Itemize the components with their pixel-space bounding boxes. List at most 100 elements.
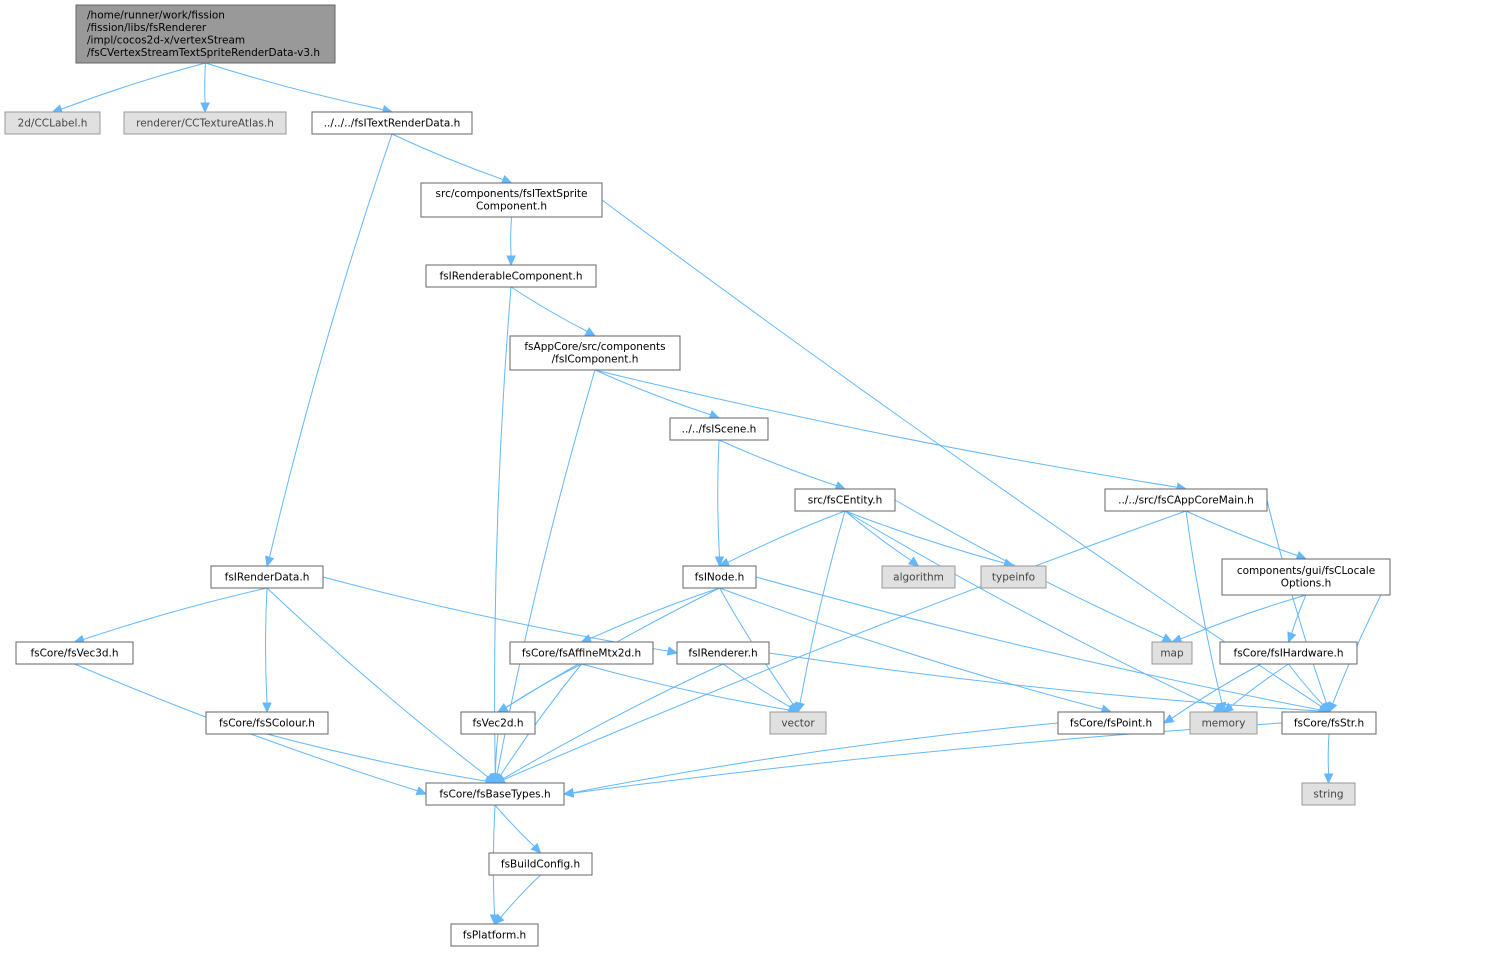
edge-inode-to-affine — [580, 587, 720, 643]
edge-iscene-to-inode — [714, 439, 725, 568]
edge-itextsprite-to-irenderable — [506, 216, 516, 267]
node-memory: memory — [1189, 711, 1258, 735]
node-string: string — [1301, 782, 1356, 806]
node-label: Component.h — [476, 201, 547, 213]
node-box — [881, 565, 956, 589]
edge-inode-to-point — [719, 587, 1113, 714]
node-label: /home/runner/work/fission — [87, 10, 225, 22]
node-icomponent[interactable]: fsAppCore/src/components/fsIComponent.h — [509, 335, 681, 371]
node-box — [1219, 641, 1358, 665]
node-label: ../../src/fsCAppCoreMain.h — [1118, 494, 1254, 506]
edge-ihardware-to-memory — [1222, 663, 1289, 713]
edge-centity-to-inode — [718, 510, 846, 567]
node-centity[interactable]: src/fsCEntity.h — [794, 488, 896, 512]
edge-itextsprite-to-str — [601, 199, 1331, 713]
edge-locale-to-map — [1170, 594, 1307, 644]
node-label: /fission/libs/fsRenderer — [87, 22, 207, 34]
node-map: map — [1151, 641, 1193, 665]
node-label: memory — [1202, 717, 1246, 729]
node-buildconfig[interactable]: fsBuildConfig.h — [488, 852, 593, 876]
edge-str-to-basetypes — [562, 722, 1283, 798]
node-label: /fsIComponent.h — [552, 354, 639, 366]
node-label: ../../../fsITextRenderData.h — [324, 117, 461, 129]
node-scolour[interactable]: fsCore/fsSColour.h — [205, 711, 329, 735]
node-label: fsIRenderData.h — [225, 571, 310, 583]
node-label: fsCore/fsSColour.h — [219, 717, 315, 729]
edge-ihardware-to-point — [1162, 663, 1262, 724]
edge-appcoremain-to-memory — [1185, 510, 1227, 714]
edge-irenderdata-to-vec3d — [73, 587, 268, 645]
node-typeinfo: typeinfo — [980, 565, 1047, 589]
node-label: fsCore/fsAffineMtx2d.h — [522, 647, 641, 659]
edge-affine-to-vec2d — [496, 663, 582, 713]
node-box — [1104, 488, 1268, 512]
node-box — [509, 335, 681, 371]
node-label: fsCore/fsPoint.h — [1070, 717, 1152, 729]
node-str[interactable]: fsCore/fsStr.h — [1281, 711, 1377, 735]
node-irenderer[interactable]: fsIRenderer.h — [676, 641, 770, 665]
node-label: 2d/CCLabel.h — [18, 117, 88, 129]
node-irenderdata[interactable]: fsIRenderData.h — [210, 565, 324, 589]
node-layer: /home/runner/work/fission/fission/libs/f… — [4, 4, 1391, 947]
node-affine[interactable]: fsCore/fsAffineMtx2d.h — [509, 641, 654, 665]
node-ihardware[interactable]: fsCore/fsIHardware.h — [1219, 641, 1358, 665]
node-box — [123, 111, 287, 135]
node-basetypes[interactable]: fsCore/fsBaseTypes.h — [425, 782, 565, 806]
node-vector: vector — [769, 711, 827, 735]
edge-centity-to-vector — [795, 510, 846, 714]
edge-scolour-to-basetypes — [266, 733, 497, 786]
node-box — [488, 852, 593, 876]
edge-centity-to-algorithm — [844, 510, 920, 567]
node-box — [1151, 641, 1193, 665]
edge-irenderdata-to-basetypes — [266, 587, 496, 784]
node-box — [769, 711, 827, 735]
node-box — [669, 417, 769, 441]
node-box — [420, 182, 603, 218]
node-inode[interactable]: fsINode.h — [682, 565, 757, 589]
node-label: fsINode.h — [695, 571, 745, 583]
node-box — [450, 923, 539, 947]
node-irenderable[interactable]: fsIRenderableComponent.h — [425, 264, 597, 288]
node-vec2d[interactable]: fsVec2d.h — [460, 711, 536, 735]
node-box — [15, 641, 134, 665]
node-label: renderer/CCTextureAtlas.h — [136, 117, 274, 129]
node-iscene[interactable]: ../../fsIScene.h — [669, 417, 769, 441]
edge-itextrd-to-irenderdata — [265, 133, 393, 568]
node-itextrd[interactable]: ../../../fsITextRenderData.h — [311, 111, 473, 135]
edge-root-to-itextrd — [205, 62, 394, 115]
node-label: Options.h — [1281, 578, 1332, 590]
node-box — [425, 782, 565, 806]
node-root: /home/runner/work/fission/fission/libs/f… — [75, 4, 336, 64]
node-vec3d[interactable]: fsCore/fsVec3d.h — [15, 641, 134, 665]
node-platform[interactable]: fsPlatform.h — [450, 923, 539, 947]
node-label: /fsCVertexStreamTextSpriteRenderData-v3.… — [87, 47, 320, 59]
edge-appcoremain-to-locale — [1185, 510, 1308, 560]
edge-centity-to-memory — [844, 510, 1225, 713]
node-appcoremain[interactable]: ../../src/fsCAppCoreMain.h — [1104, 488, 1268, 512]
edge-itextrd-to-itextsprite — [391, 133, 513, 184]
edge-str-to-string — [1323, 733, 1334, 785]
edge-irenderer-to-vector — [722, 663, 800, 713]
node-label: fsCore/fsStr.h — [1294, 717, 1364, 729]
node-box — [1189, 711, 1258, 735]
node-point[interactable]: fsCore/fsPoint.h — [1057, 711, 1165, 735]
node-label: src/components/fsITextSprite — [436, 188, 588, 200]
node-box — [794, 488, 896, 512]
edge-locale-to-ihardware — [1287, 594, 1307, 644]
node-box — [1281, 711, 1377, 735]
node-box — [205, 711, 329, 735]
edge-vec2d-to-basetypes — [490, 733, 501, 785]
node-box — [75, 4, 336, 64]
node-label: fsBuildConfig.h — [501, 858, 580, 870]
node-label: fsIRenderer.h — [688, 647, 757, 659]
edge-basetypes-to-buildconfig — [494, 804, 542, 854]
node-box — [509, 641, 654, 665]
node-box — [4, 111, 101, 135]
node-box — [425, 264, 597, 288]
node-label: ../../fsIScene.h — [682, 423, 757, 435]
node-box — [980, 565, 1047, 589]
edge-irenderable-to-icomponent — [510, 286, 597, 337]
